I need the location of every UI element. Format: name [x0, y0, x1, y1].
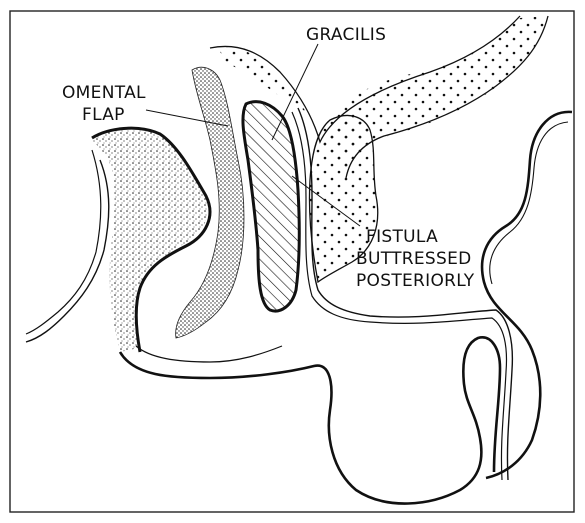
gracilis-label: GRACILIS — [306, 25, 386, 45]
rectum-posterior-wall-inner — [26, 150, 101, 334]
omental-flap-label-line2: FLAP — [82, 105, 125, 125]
fistula-label-line3: POSTERIORLY — [356, 271, 475, 291]
omental-flap-label-line1: OMENTAL — [62, 83, 146, 103]
anal-canal-line — [136, 346, 282, 362]
fistula-label-line2: BUTTRESSED — [356, 249, 472, 269]
fistula-label-line1: FISTULA — [366, 227, 438, 247]
bladder-outline-inner — [490, 122, 568, 284]
gracilis-muscle — [243, 102, 299, 311]
perineal-body-outline — [120, 337, 500, 503]
